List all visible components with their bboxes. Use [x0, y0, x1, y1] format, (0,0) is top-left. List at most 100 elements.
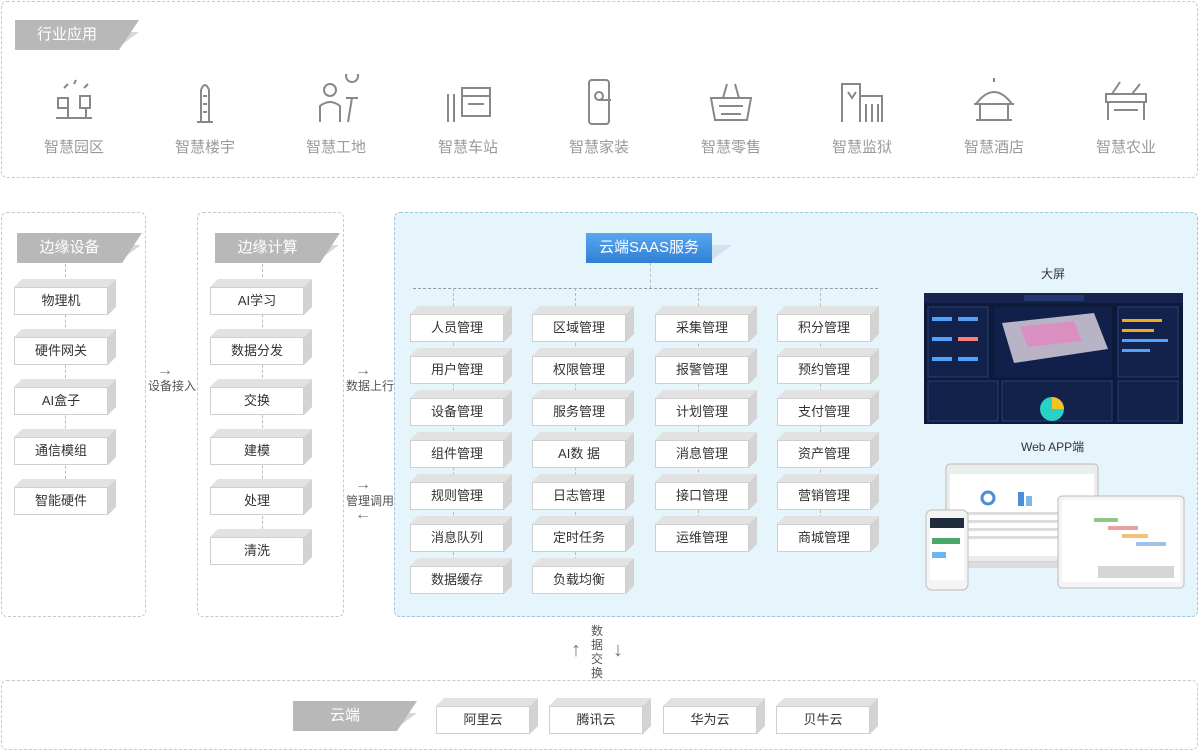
- saas-service-box[interactable]: 用户管理: [410, 348, 512, 384]
- industry-item-label: 智慧监狱: [807, 136, 917, 157]
- box-top: [436, 698, 538, 706]
- box-label: 积分管理: [777, 314, 871, 342]
- saas-service-box[interactable]: 支付管理: [777, 390, 879, 426]
- saas-service-box[interactable]: 运维管理: [655, 516, 757, 552]
- edge-compute-box[interactable]: 处理: [210, 479, 312, 515]
- box-top: [410, 558, 512, 566]
- saas-service-box[interactable]: 营销管理: [777, 474, 879, 510]
- industry-item[interactable]: 智慧农业: [1071, 74, 1181, 157]
- box-label: 华为云: [663, 706, 757, 734]
- worker-icon: [308, 74, 364, 130]
- industry-item[interactable]: 智慧车站: [413, 74, 523, 157]
- cloud-provider-box[interactable]: 贝牛云: [776, 698, 878, 734]
- web-app-label: Web APP端: [1021, 438, 1084, 455]
- saas-service-box[interactable]: AI数 据: [532, 432, 634, 468]
- box-top: [532, 558, 634, 566]
- edge-compute-box[interactable]: 建模: [210, 429, 312, 465]
- box-top: [655, 516, 757, 524]
- cloud-provider-box[interactable]: 阿里云: [436, 698, 538, 734]
- industry-item[interactable]: 智慧监狱: [807, 74, 917, 157]
- saas-service-box[interactable]: 负载均衡: [532, 558, 634, 594]
- edge-device-box[interactable]: AI盒子: [14, 379, 116, 415]
- industry-item[interactable]: 智慧酒店: [939, 74, 1049, 157]
- box-top: [14, 379, 116, 387]
- station-icon: [440, 74, 496, 130]
- box-top: [777, 516, 879, 524]
- edge-device-title: 边缘设备: [17, 233, 142, 263]
- box-label: 计划管理: [655, 398, 749, 426]
- saas-service-box[interactable]: 人员管理: [410, 306, 512, 342]
- box-label: 处理: [210, 487, 304, 515]
- industry-item[interactable]: 智慧零售: [676, 74, 786, 157]
- edge-device-box[interactable]: 通信模组: [14, 429, 116, 465]
- industry-item-label: 智慧园区: [19, 136, 129, 157]
- saas-service-box[interactable]: 预约管理: [777, 348, 879, 384]
- saas-service-box[interactable]: 日志管理: [532, 474, 634, 510]
- device-access-arrow: →: [157, 366, 173, 376]
- box-label: 组件管理: [410, 440, 504, 468]
- box-label: 清洗: [210, 537, 304, 565]
- box-label: 定时任务: [532, 524, 626, 552]
- edge-compute-box[interactable]: AI学习: [210, 279, 312, 315]
- box-label: AI学习: [210, 287, 304, 315]
- saas-service-box[interactable]: 积分管理: [777, 306, 879, 342]
- saas-service-box[interactable]: 接口管理: [655, 474, 757, 510]
- saas-service-box[interactable]: 采集管理: [655, 306, 757, 342]
- data-exchange-up-arrow: ↑: [571, 640, 581, 660]
- saas-service-box[interactable]: 区域管理: [532, 306, 634, 342]
- saas-service-box[interactable]: 定时任务: [532, 516, 634, 552]
- box-top: [532, 348, 634, 356]
- edge-compute-box[interactable]: 数据分发: [210, 329, 312, 365]
- edge-device-box[interactable]: 硬件网关: [14, 329, 116, 365]
- industry-item[interactable]: 智慧园区: [19, 74, 129, 157]
- box-label: 阿里云: [436, 706, 530, 734]
- edge-device-box[interactable]: 智能硬件: [14, 479, 116, 515]
- box-label: 腾讯云: [549, 706, 643, 734]
- saas-service-box[interactable]: 服务管理: [532, 390, 634, 426]
- box-top: [655, 306, 757, 314]
- box-label: 权限管理: [532, 356, 626, 384]
- edge-compute-title: 边缘计算: [215, 233, 340, 263]
- edge-compute-box[interactable]: 清洗: [210, 529, 312, 565]
- industry-item-label: 智慧车站: [413, 136, 523, 157]
- box-label: 交换: [210, 387, 304, 415]
- box-label: 采集管理: [655, 314, 749, 342]
- mgmt-call-arrow-out: ←: [355, 510, 371, 520]
- saas-service-box[interactable]: 消息管理: [655, 432, 757, 468]
- box-top: [532, 390, 634, 398]
- industry-item[interactable]: 智慧家装: [544, 74, 654, 157]
- box-label: 贝牛云: [776, 706, 870, 734]
- saas-service-box[interactable]: 计划管理: [655, 390, 757, 426]
- box-top: [210, 429, 312, 437]
- box-label: AI盒子: [14, 387, 108, 415]
- saas-service-box[interactable]: 数据缓存: [410, 558, 512, 594]
- saas-service-box[interactable]: 消息队列: [410, 516, 512, 552]
- edge-device-box[interactable]: 物理机: [14, 279, 116, 315]
- box-top: [14, 429, 116, 437]
- box-label: 用户管理: [410, 356, 504, 384]
- cloud-provider-box[interactable]: 腾讯云: [549, 698, 651, 734]
- saas-service-box[interactable]: 商城管理: [777, 516, 879, 552]
- industry-item[interactable]: 智慧工地: [281, 74, 391, 157]
- saas-service-box[interactable]: 权限管理: [532, 348, 634, 384]
- box-top: [663, 698, 765, 706]
- saas-service-box[interactable]: 设备管理: [410, 390, 512, 426]
- box-top: [532, 516, 634, 524]
- box-top: [14, 479, 116, 487]
- box-label: 建模: [210, 437, 304, 465]
- saas-service-box[interactable]: 组件管理: [410, 432, 512, 468]
- edge-compute-box[interactable]: 交换: [210, 379, 312, 415]
- box-top: [777, 306, 879, 314]
- cloud-provider-box[interactable]: 华为云: [663, 698, 765, 734]
- box-label: 硬件网关: [14, 337, 108, 365]
- box-top: [210, 529, 312, 537]
- big-screen-dashboard-image: [924, 293, 1183, 424]
- industry-item[interactable]: 智慧楼宇: [150, 74, 260, 157]
- box-top: [410, 432, 512, 440]
- saas-service-box[interactable]: 规则管理: [410, 474, 512, 510]
- cloud-title: 云端: [293, 701, 417, 731]
- saas-service-box[interactable]: 报警管理: [655, 348, 757, 384]
- web-app-devices-image: [922, 462, 1186, 592]
- box-label: 预约管理: [777, 356, 871, 384]
- saas-service-box[interactable]: 资产管理: [777, 432, 879, 468]
